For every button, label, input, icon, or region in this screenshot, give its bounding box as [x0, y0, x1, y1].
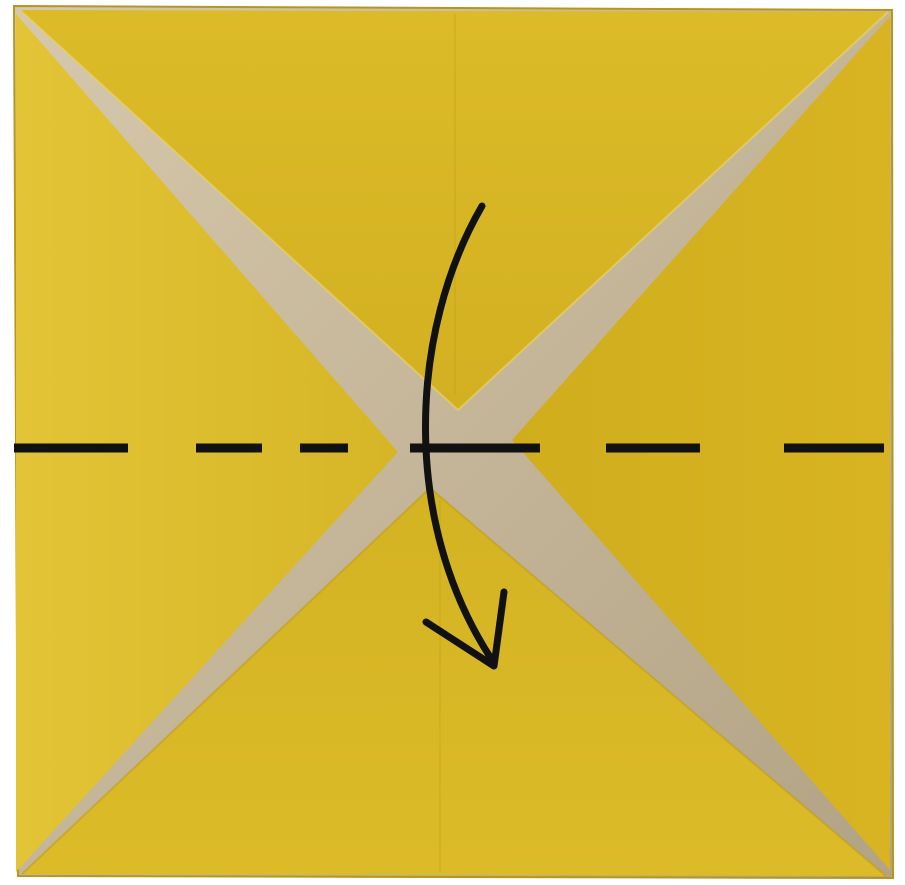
origami-illustration — [0, 0, 905, 885]
origami-scene — [0, 0, 905, 885]
